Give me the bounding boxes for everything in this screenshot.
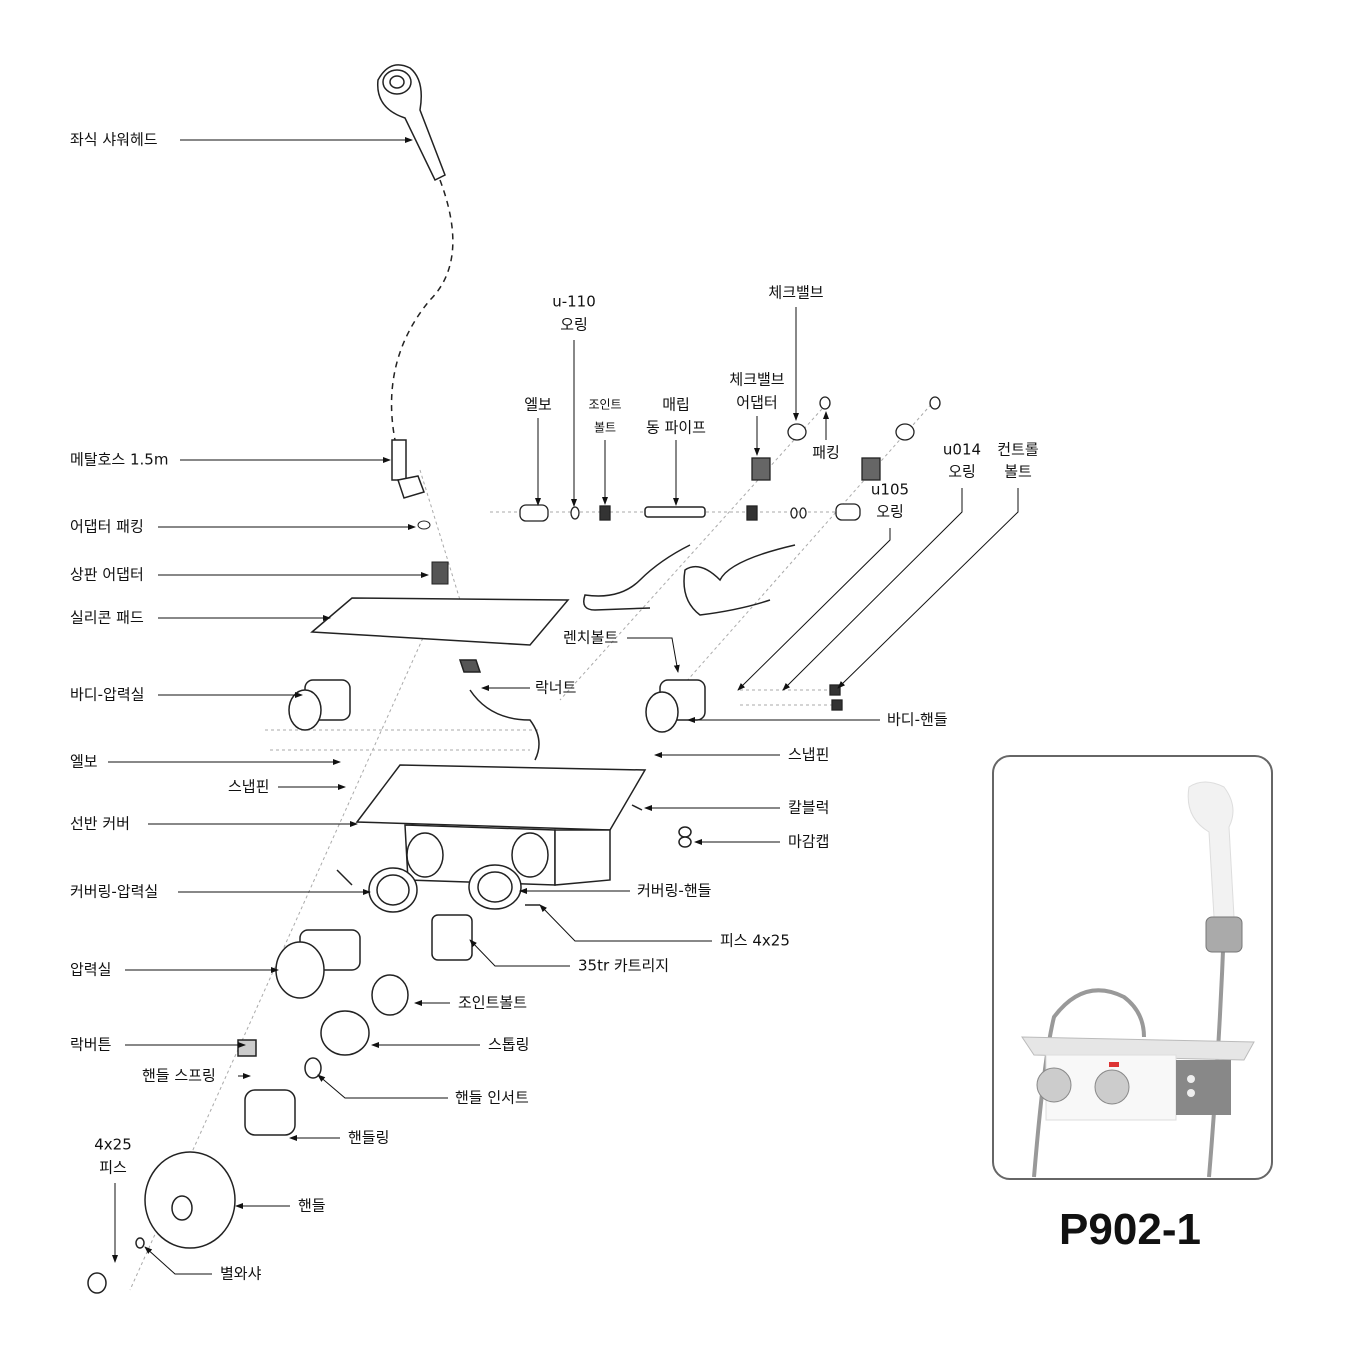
- label-elbow-top: 엘보: [524, 395, 552, 414]
- label-star-washer: 별와샤: [220, 1264, 262, 1283]
- label-u014-oring: 오링: [948, 462, 976, 481]
- label-handle-spring: 핸들 스프링: [142, 1066, 216, 1085]
- label-screw-4x25-right: 피스 4x25: [720, 931, 790, 950]
- label-cover-ring-handle: 커버링-핸들: [637, 881, 712, 900]
- label-wall-anchor: 칼블럭: [788, 798, 830, 817]
- label-check-valve: 체크밸브: [768, 283, 824, 302]
- shelf-cover-icon: [355, 764, 647, 886]
- label-control-bolt: 볼트: [1004, 462, 1032, 481]
- hose-path: [390, 179, 454, 441]
- label-handle-ring: 핸들링: [348, 1128, 390, 1147]
- label-screw-4x25-size: 4x25: [94, 1135, 132, 1154]
- label-screw-4x25: 피스: [99, 1158, 127, 1177]
- label-joint: 조인트: [588, 397, 622, 412]
- leader-lines: [108, 137, 1019, 1275]
- adapter-packing-icon: [417, 520, 431, 530]
- label-metal-hose: 메탈호스 1.5m: [70, 450, 169, 469]
- label-cartridge: 35tr 카트리지: [578, 956, 670, 975]
- label-handle: 핸들: [298, 1196, 326, 1215]
- label-pressure-chamber: 압력실: [70, 960, 112, 979]
- product-illustration: [1021, 781, 1255, 1178]
- label-shower-head: 좌식 샤워헤드: [70, 130, 158, 149]
- label-u105-oring: 오링: [876, 502, 904, 521]
- label-check-valve-adapter: 체크밸브: [729, 370, 785, 389]
- pipes-icon: [458, 506, 796, 761]
- label-top-adapter: 상판 어댑터: [70, 565, 144, 584]
- label-copper-pipe: 동 파이프: [646, 418, 706, 437]
- top-adapter-icon: [431, 561, 449, 585]
- label-shelf-cover: 선반 커버: [70, 814, 130, 833]
- label-body-pressure: 바디-압력실: [70, 685, 145, 704]
- label-joint-bolt-front: 조인트볼트: [458, 993, 528, 1012]
- metal-hose-fitting-icon: [391, 439, 425, 499]
- label-control: 컨트롤: [997, 440, 1039, 459]
- valve-bodies-icon: [288, 679, 706, 733]
- shower-head-icon: [377, 64, 446, 182]
- label-snap-pin-right: 스냅핀: [788, 745, 830, 764]
- label-u105: u105: [870, 480, 910, 499]
- label-u110: u-110: [552, 292, 596, 311]
- label-pipe: 매립: [662, 395, 690, 414]
- label-u014: u014: [942, 440, 982, 459]
- label-body-handle: 바디-핸들: [887, 710, 948, 729]
- label-finish-cap: 마감캡: [788, 832, 830, 851]
- label-check-valve-adapter-2: 어댑터: [736, 393, 778, 412]
- label-u110-oring: 오링: [560, 315, 588, 334]
- label-adapter-packing: 어댑터 패킹: [70, 517, 144, 536]
- label-snap-pin-left: 스냅핀: [228, 777, 270, 796]
- label-silicone-pad: 실리콘 패드: [70, 608, 144, 627]
- label-lock-button: 락버튼: [70, 1035, 112, 1054]
- silicone-pad-icon: [310, 597, 570, 646]
- label-handle-insert: 핸들 인서트: [455, 1088, 529, 1107]
- product-photo: [992, 755, 1273, 1180]
- label-wrench-bolt: 렌치볼트: [563, 628, 619, 647]
- label-cover-ring-pressure: 커버링-압력실: [70, 882, 159, 901]
- model-number: P902-1: [1059, 1205, 1201, 1254]
- label-lock-nut: 락너트: [535, 678, 577, 697]
- fittings-icon: [519, 396, 941, 711]
- label-elbow: 엘보: [70, 752, 98, 771]
- label-joint-bolt: 볼트: [593, 420, 617, 435]
- label-stop-ring: 스톱링: [488, 1035, 530, 1054]
- label-packing: 패킹: [812, 443, 840, 462]
